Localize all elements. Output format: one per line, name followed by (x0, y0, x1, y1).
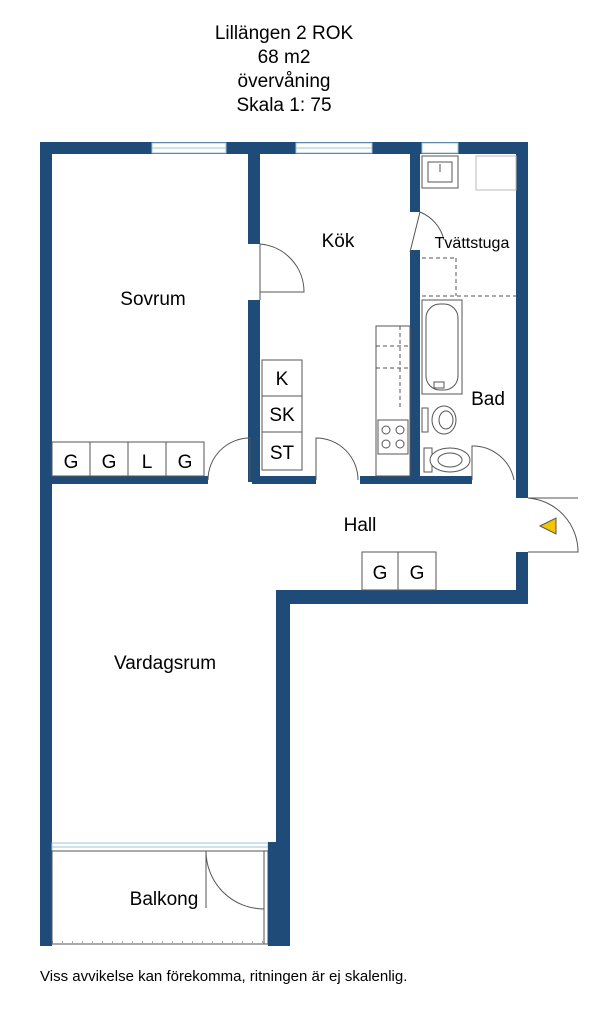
plan-area: 68 m2 (257, 47, 311, 68)
room-label-sovrum: Sovrum (120, 289, 185, 310)
room-label-balkong: Balkong (130, 889, 199, 910)
disclaimer-text: Viss avvikelse kan förekomma, ritningen … (40, 968, 408, 985)
plan-floor: övervåning (237, 71, 331, 92)
closet-label: G (178, 452, 193, 473)
kitchen-counter (375, 325, 411, 477)
door-bad (471, 445, 515, 481)
stove-icon (377, 419, 409, 455)
closet-label: L (142, 452, 153, 473)
walls (40, 142, 528, 946)
closet-hall-1 (361, 551, 399, 591)
window-tvattstuga (421, 142, 459, 154)
closet-label: G (373, 563, 388, 584)
closets-hall (361, 551, 437, 591)
closet-label: ST (270, 443, 295, 464)
closet-label: SK (269, 405, 295, 426)
closet-sovrum-4 (165, 441, 205, 477)
closet-label: G (64, 452, 79, 473)
closet-sovrum-1 (51, 441, 91, 477)
door-tvattstuga (409, 211, 445, 253)
windows (51, 142, 459, 852)
closets-kok (261, 359, 303, 471)
room-label-kok: Kök (322, 231, 355, 252)
room-label-bad: Bad (471, 389, 505, 410)
closets-sovrum (51, 441, 205, 477)
closet-hall-2 (397, 551, 437, 591)
closet-sovrum-2 (89, 441, 129, 477)
door-entrance (527, 497, 579, 553)
closet-label: G (102, 452, 117, 473)
closet-label: G (410, 563, 425, 584)
closet-label: K (276, 369, 289, 390)
closet-kok-k (261, 359, 303, 397)
room-label-vardagsrum: Vardagsrum (114, 653, 216, 674)
entrance-marker-icon (538, 517, 557, 535)
plan-title: Lillängen 2 ROK (214, 23, 354, 44)
door-sovrum-hall (207, 437, 251, 481)
doors (205, 211, 579, 910)
door-sovrum-kok (259, 243, 305, 293)
room-label-hall: Hall (344, 515, 377, 536)
door-kok-hall (315, 437, 359, 481)
closet-kok-st (261, 431, 303, 471)
plan-scale: Skala 1: 75 (236, 95, 332, 116)
door-balkong (205, 850, 265, 910)
room-label-tvattstuga: Tvättstuga (435, 235, 510, 252)
closet-sovrum-3 (127, 441, 167, 477)
